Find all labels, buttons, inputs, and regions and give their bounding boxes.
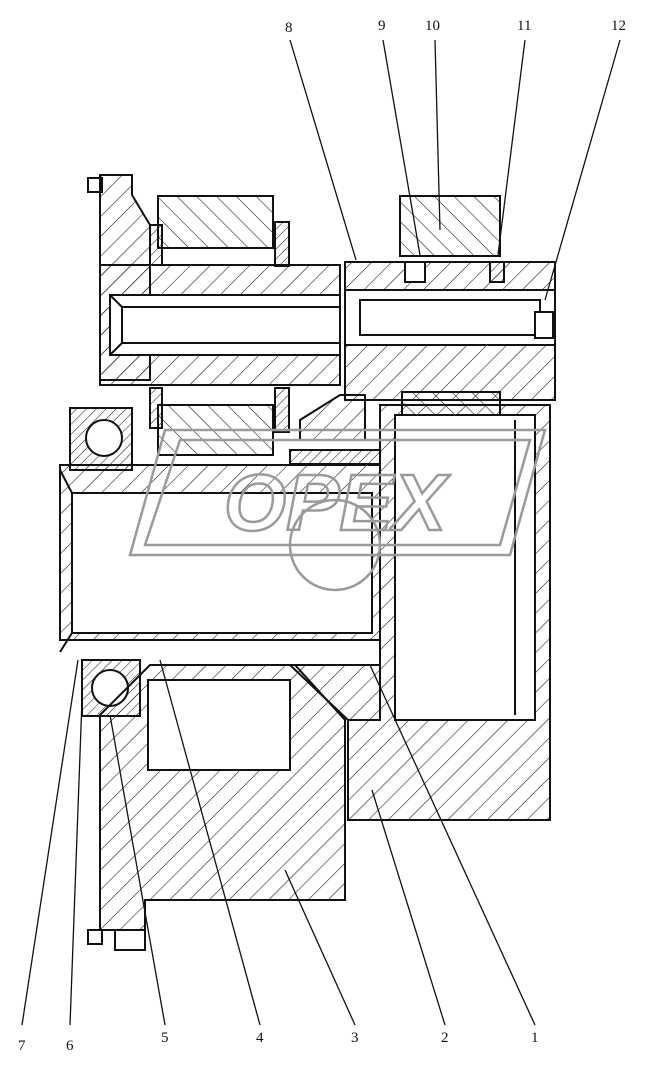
callout-7: 7 [18,1038,26,1054]
upper-bearing [69,407,133,471]
callout-8: 8 [285,20,293,36]
leader-12 [544,39,621,301]
upper-left-gear-top [149,195,290,267]
right-upper-housing [344,195,556,401]
right-drum-housing [347,404,551,821]
callout-12: 12 [611,18,626,34]
leader-10 [434,39,441,231]
watermark-logo [128,428,547,592]
leader-2 [371,789,446,1026]
callout-1: 1 [531,1030,539,1046]
callout-10: 10 [425,18,440,34]
leader-lines [21,39,621,1026]
callout-11: 11 [517,18,532,34]
callout-9: 9 [378,18,386,34]
left-flange-lower [87,929,146,951]
callout-2: 2 [441,1030,449,1046]
leader-9 [382,39,421,256]
callout-6: 6 [66,1038,74,1054]
leader-6 [69,699,83,1026]
callout-3: 3 [351,1030,359,1046]
upper-left-shaft [99,264,341,386]
leader-4 [159,659,261,1026]
watermark-text: OPEX [224,458,451,547]
callout-5: 5 [161,1030,169,1046]
leader-11 [497,39,526,256]
upper-left-gear-bottom [149,387,290,456]
drive-key [287,664,381,721]
leader-3 [284,869,356,1026]
main-shaft [59,464,381,653]
leader-1 [369,664,536,1026]
leader-8 [289,39,357,261]
leader-7 [21,659,79,1026]
leader-5 [109,714,166,1026]
callout-4: 4 [256,1030,264,1046]
